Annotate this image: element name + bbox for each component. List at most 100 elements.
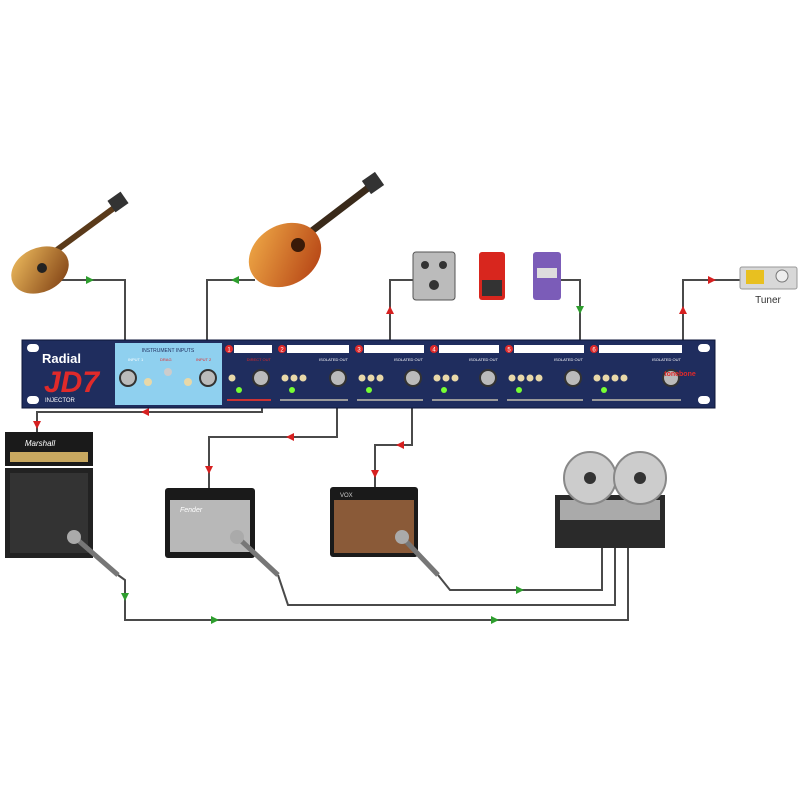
arrow-right-green (491, 616, 499, 624)
tuner: Tuner (739, 266, 798, 306)
output-jack[interactable] (479, 369, 497, 387)
switch-button[interactable] (611, 374, 619, 382)
jd7-rack-unit: Radial JD7 INJECTOR INSTRUMENT INPUTS IN… (21, 339, 716, 409)
wires (36, 279, 740, 621)
model-subtitle: INJECTOR (45, 398, 76, 404)
channel-label-strip (364, 345, 424, 353)
channel-label-strip (599, 345, 682, 353)
tuner-label: Tuner (755, 295, 781, 306)
fender-logo: Fender (180, 507, 203, 514)
channel-number-badge (505, 345, 513, 353)
channel-label-strip (234, 345, 272, 353)
input1-label: INPUT 1 (128, 357, 144, 362)
channel-output-label: DIRECT OUT (247, 357, 272, 362)
switch-button[interactable] (228, 374, 236, 382)
microphones (67, 530, 440, 577)
switch-button[interactable] (281, 374, 289, 382)
divider (507, 399, 583, 401)
arrow-up-red (679, 306, 687, 314)
channel-number-badge (430, 345, 438, 353)
fender-amp: Fender (165, 488, 255, 558)
output-jack[interactable] (564, 369, 582, 387)
arrow-left-red (286, 433, 294, 441)
divider (357, 399, 423, 401)
output-jack[interactable] (329, 369, 347, 387)
tonebone-logo: tonebone (664, 371, 696, 378)
output-jack[interactable] (662, 369, 680, 387)
channel-number: 5 (507, 348, 511, 354)
divider (432, 399, 498, 401)
channel-number-badge (278, 345, 286, 353)
arrow-down-red (33, 421, 41, 429)
switch-button[interactable] (620, 374, 628, 382)
arrow-left-red (396, 441, 404, 449)
channel-number: 2 (280, 348, 284, 354)
channel-label-strip (439, 345, 499, 353)
channel-output-label: ISOLATED OUT (394, 357, 424, 362)
channel-output-label: ISOLATED OUT (652, 357, 682, 362)
channel-number-badge (590, 345, 598, 353)
acoustic-guitar (248, 171, 385, 288)
output-jack[interactable] (404, 369, 422, 387)
switch-button[interactable] (602, 374, 610, 382)
arrow-right-green (211, 616, 219, 624)
output-jack[interactable] (252, 369, 270, 387)
vox-amp: VOX (330, 487, 418, 557)
drag-label: DRAG (160, 357, 172, 362)
switch-button[interactable] (593, 374, 601, 382)
switch-button[interactable] (433, 374, 441, 382)
switch-button[interactable] (508, 374, 516, 382)
brand-logo: Radial (42, 351, 81, 366)
arrow-down-red (205, 466, 213, 474)
channel-output-label: ISOLATED OUT (319, 357, 349, 362)
switch-button[interactable] (451, 374, 459, 382)
led-indicator (601, 387, 607, 393)
divider (227, 399, 271, 401)
divider (592, 399, 681, 401)
switch-button[interactable] (358, 374, 366, 382)
arrow-right-green (86, 276, 94, 284)
arrow-right-red (708, 276, 716, 284)
arrow-left-red (141, 408, 149, 416)
divider (280, 399, 348, 401)
arrow-up-red (386, 306, 394, 314)
channel-label-strip (287, 345, 349, 353)
switch-button[interactable] (367, 374, 375, 382)
arrow-down-green (576, 306, 584, 314)
led-indicator (366, 387, 372, 393)
switch-button[interactable] (517, 374, 525, 382)
switch-button[interactable] (376, 374, 384, 382)
led-indicator (516, 387, 522, 393)
channel-output-label: ISOLATED OUT (554, 357, 584, 362)
vox-logo: VOX (340, 493, 353, 499)
channel-number: 6 (592, 348, 596, 354)
marshall-logo: Marshall (25, 439, 55, 448)
channel-label-strip (514, 345, 584, 353)
inputs-label: INSTRUMENT INPUTS (142, 348, 195, 354)
channel-number-badge (355, 345, 363, 353)
led-indicator (236, 387, 242, 393)
input-2-jack[interactable] (199, 369, 217, 387)
switch-button[interactable] (290, 374, 298, 382)
tape-recorder (555, 451, 667, 548)
arrow-right-green (516, 586, 524, 594)
channel-number: 4 (432, 348, 436, 354)
arrow-down-green (121, 593, 129, 601)
channel-output-label: ISOLATED OUT (469, 357, 499, 362)
pedal-1 (412, 251, 456, 301)
arrow-down-red (371, 470, 379, 478)
input-1-jack[interactable] (119, 369, 137, 387)
channel-number: 3 (357, 348, 361, 354)
arrow-left-green (231, 276, 239, 284)
channel-number: 1 (227, 348, 231, 354)
led-indicator (441, 387, 447, 393)
switch-button[interactable] (526, 374, 534, 382)
input2-label: INPUT 2 (196, 357, 212, 362)
effects-pedals (412, 251, 561, 301)
switch-button[interactable] (535, 374, 543, 382)
channel-number-badge (225, 345, 233, 353)
model-logo: JD7 (44, 366, 100, 399)
switch-button[interactable] (299, 374, 307, 382)
switch-button[interactable] (442, 374, 450, 382)
